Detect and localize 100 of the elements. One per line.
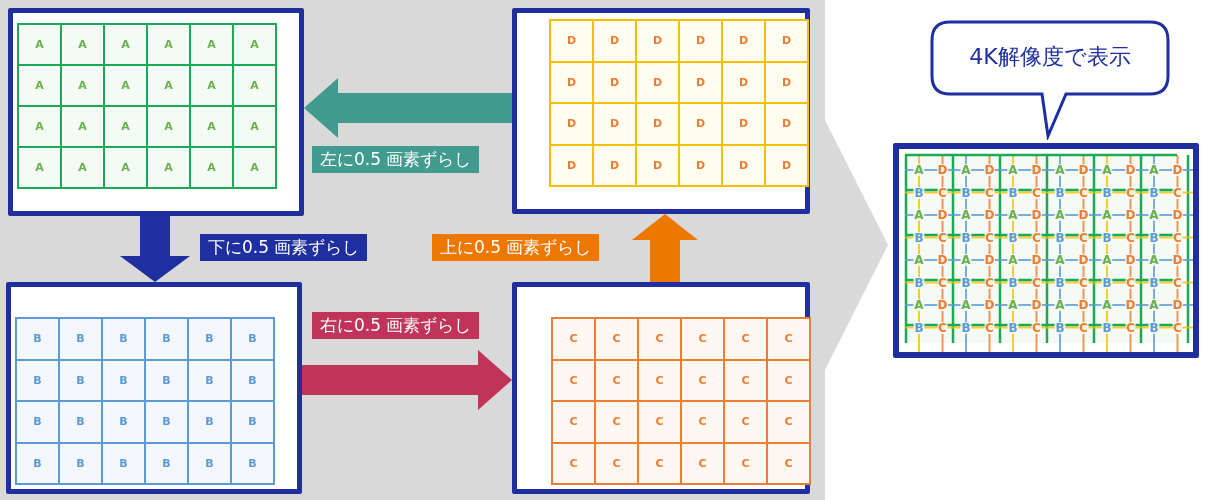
pixel-letter: B (913, 276, 925, 289)
pixel-letter: C (1078, 321, 1089, 334)
pixel-letter: A (1148, 164, 1160, 176)
pixel-letter: B (1007, 231, 1019, 244)
pixel-letter: C (984, 186, 995, 199)
pixel-letter: A (913, 209, 925, 221)
pixel-letter: B (1054, 276, 1066, 289)
pixel-cell: A (234, 25, 277, 66)
pixel-cell: A (19, 107, 62, 148)
pixel-cell: D (551, 104, 594, 146)
pixel-letter: C (1031, 186, 1042, 199)
pixel-letter: B (1148, 186, 1160, 199)
display-screen (512, 8, 810, 214)
pixel-letter: C (937, 321, 948, 334)
block-arrow (302, 350, 512, 410)
pixel-letter: A (1054, 299, 1066, 311)
pixel-letter: B (913, 321, 925, 334)
pixel-cell: B (60, 443, 103, 485)
block-arrow (304, 78, 512, 138)
pixel-cell: A (191, 66, 234, 107)
pixel-letter: C (1125, 321, 1136, 334)
pixel-cell: D (594, 21, 637, 63)
pixel-cell: A (105, 148, 148, 189)
pixel-letter: A (960, 209, 972, 221)
pixel-letter: C (984, 231, 995, 244)
pixel-cell: C (725, 443, 768, 485)
pixel-letter: C (937, 231, 948, 244)
pixel-cell: C (596, 443, 639, 485)
edge-label: 右に0.5 画素ずらし (312, 312, 480, 339)
pixel-cell: D (723, 21, 766, 63)
pixel-cell: D (637, 21, 680, 63)
pixel-letter: A (913, 299, 925, 311)
pixel-cell: B (146, 360, 189, 402)
pixel-cell: C (553, 443, 596, 485)
pixel-cell: C (682, 443, 725, 485)
pixel-cell: C (682, 360, 725, 402)
pixel-letter: B (1054, 186, 1066, 199)
pixel-cell: A (19, 66, 62, 107)
pixel-letter: A (1007, 209, 1019, 221)
pixel-letter: B (960, 231, 972, 244)
pixel-cell: C (639, 360, 682, 402)
pixel-letter: B (1101, 186, 1113, 199)
pixel-cell: D (637, 145, 680, 187)
pixel-cell: D (766, 145, 809, 187)
pixel-letter: A (1054, 209, 1066, 221)
pixel-letter: C (937, 276, 948, 289)
pixel-letter: B (1148, 231, 1160, 244)
pixel-cell: A (105, 107, 148, 148)
pixel-letter: B (1007, 321, 1019, 334)
pixel-cell: C (725, 402, 768, 444)
pixel-cell: B (232, 319, 275, 361)
pixel-cell: B (232, 360, 275, 402)
pixel-cell: D (680, 21, 723, 63)
pixel-cell: A (191, 148, 234, 189)
pixel-letter: B (1101, 276, 1113, 289)
pixel-letter: A (1148, 209, 1160, 221)
pixel-cell: B (189, 443, 232, 485)
display-screen (512, 282, 810, 494)
pixel-cell: A (62, 107, 105, 148)
pixel-letter: C (1172, 276, 1183, 289)
pixel-cell: C (639, 402, 682, 444)
pixel-letter: A (1148, 254, 1160, 266)
pixel-cell: A (19, 148, 62, 189)
pixel-cell: A (105, 66, 148, 107)
pixel-cell: D (594, 104, 637, 146)
pixel-cell: C (682, 402, 725, 444)
pixel-cell: B (17, 402, 60, 444)
pixel-cell: C (639, 443, 682, 485)
pixel-letter: C (1125, 186, 1136, 199)
pixel-cell: C (768, 360, 811, 402)
pixel-letter: B (960, 321, 972, 334)
block-arrow (120, 216, 190, 282)
pixel-cell: D (680, 104, 723, 146)
display-screen (6, 282, 302, 494)
edge-label: 左に0.5 画素ずらし (312, 146, 480, 173)
pixel-letter: A (1101, 254, 1113, 266)
pixel-cell: C (768, 319, 811, 361)
pixel-cell: B (189, 360, 232, 402)
pixel-cell: A (234, 66, 277, 107)
pixel-cell: A (148, 148, 191, 189)
pixel-cell: D (766, 62, 809, 104)
pixel-cell: D (766, 104, 809, 146)
pixel-letter: A (1007, 164, 1019, 176)
pixel-letter: C (1078, 276, 1089, 289)
pixel-cell: D (551, 62, 594, 104)
pixel-cell: C (725, 319, 768, 361)
pixel-letter: A (913, 254, 925, 266)
pixel-letter: C (1078, 231, 1089, 244)
pixel-letter: C (1125, 276, 1136, 289)
pixel-letter: B (1148, 276, 1160, 289)
pixel-cell: A (148, 25, 191, 66)
pixel-cell: B (232, 402, 275, 444)
edge-label: 下に0.5 画素ずらし (200, 234, 368, 261)
pixel-letter: C (984, 276, 995, 289)
pixel-cell: C (682, 319, 725, 361)
pixel-letter: B (1054, 321, 1066, 334)
pixel-letter: B (1101, 231, 1113, 244)
pixel-cell: A (148, 66, 191, 107)
pixel-cell: C (639, 319, 682, 361)
pixel-cell: A (105, 25, 148, 66)
